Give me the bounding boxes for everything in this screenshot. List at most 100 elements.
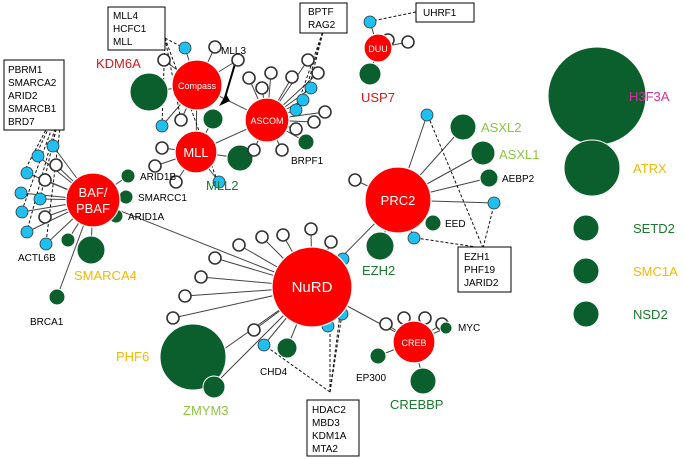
label-myc: MYC xyxy=(458,323,480,334)
node-baf-associated xyxy=(39,237,53,251)
node-smarcc1 xyxy=(118,189,134,205)
hub-prc2-label: PRC2 xyxy=(381,193,416,208)
node-nurd-member xyxy=(208,251,222,265)
node-ascom-associated xyxy=(289,103,303,117)
legend-h3f3a-label: H3F3A xyxy=(629,89,670,104)
node-eed xyxy=(424,214,442,232)
node-ascom-member xyxy=(311,66,325,80)
node-mll-member xyxy=(169,175,183,189)
node-mll-member xyxy=(148,159,162,173)
node-baf-member xyxy=(38,210,52,224)
label-ep300: EP300 xyxy=(356,373,386,384)
label-brca1: BRCA1 xyxy=(30,317,64,328)
node-smarca4 xyxy=(76,235,106,265)
label-asxl1: ASXL1 xyxy=(499,147,539,162)
node-nurd-member xyxy=(324,235,338,249)
label-asxl2: ASXL2 xyxy=(481,120,521,135)
label-chd4: CHD4 xyxy=(260,367,288,378)
node-ascom-associated xyxy=(304,81,318,95)
node-chd4 xyxy=(276,337,298,359)
node-nurd-member xyxy=(166,311,180,325)
node-compass-member xyxy=(157,53,171,67)
node-ascom-member xyxy=(264,66,278,80)
label-mll3: MLL3 xyxy=(221,46,246,57)
hub-duu xyxy=(363,33,393,63)
node-baf-associated xyxy=(46,139,60,153)
hub-ascom-label: ASCOM xyxy=(250,116,283,126)
node-nurd-member xyxy=(178,289,192,303)
node-baf-associated xyxy=(20,166,34,180)
hub-ascom xyxy=(244,97,290,143)
node-mll3 xyxy=(202,108,224,130)
legend: H3F3A ATRX SETD2 SMC1A NSD2 xyxy=(547,46,678,328)
label-aebp2: AEBP2 xyxy=(502,174,535,185)
hub-nurd xyxy=(271,246,353,328)
hub-prc2 xyxy=(364,166,432,234)
node-creb-member xyxy=(379,317,393,331)
hub-duu-label: DUU xyxy=(368,44,388,54)
node-mll-member xyxy=(155,141,169,155)
node-nurd-member xyxy=(194,270,208,284)
box-nurd-line: HDAC2 xyxy=(312,405,346,416)
node-ascom-member xyxy=(255,81,269,95)
node-ezh2 xyxy=(365,231,395,261)
node-compass-member xyxy=(208,40,222,54)
legend-smc1a-label: SMC1A xyxy=(633,264,678,279)
node-baf-member xyxy=(49,158,63,172)
legend-smc1a-circle xyxy=(572,257,600,285)
node-prc2-associated xyxy=(407,231,421,245)
node-compass-member xyxy=(174,113,188,127)
box-nurd: HDAC2 MBD3 KDM1A MTA2 xyxy=(306,399,360,457)
box-mll-line: MLL xyxy=(113,37,133,48)
hubs: BAF/ PBAF Compass MLL ASCOM DUU PRC2 NuR… xyxy=(65,33,436,364)
node-baf-associated xyxy=(33,192,47,206)
hub-creb-label: CREB xyxy=(401,338,426,348)
label-actl6b: ACTL6B xyxy=(18,253,56,264)
label-usp7: USP7 xyxy=(361,90,395,105)
node-compass-member xyxy=(231,53,245,67)
node-ascom-member xyxy=(242,71,256,85)
node-ascom-member xyxy=(275,143,289,157)
node-nurd-associated xyxy=(257,338,271,352)
node-baf-member xyxy=(38,173,52,187)
box-mll-line: MLL4 xyxy=(113,11,138,22)
nodes xyxy=(14,15,501,399)
box-baf-line: PBRM1 xyxy=(8,65,43,76)
box-ascom: BPTF RAG2 xyxy=(299,2,348,34)
box-duu-line: UHRF1 xyxy=(423,8,457,19)
box-baf: PBRM1 SMARCA2 ARID2 SMARCB1 BRD7 xyxy=(3,59,65,131)
node-kdm6a xyxy=(129,72,169,112)
legend-setd2-label: SETD2 xyxy=(633,221,675,236)
node-usp7 xyxy=(358,62,382,86)
box-baf-line: ARID2 xyxy=(8,91,38,102)
node-ascom-member xyxy=(247,143,261,157)
node-myc xyxy=(439,321,453,335)
legend-nsd2-label: NSD2 xyxy=(633,307,668,322)
gene-labels: KDM6A MLL3 USP7 MLL2 BRPF1 ARID1B SMARCC… xyxy=(18,46,539,418)
hub-mll xyxy=(174,130,218,174)
node-aebp2 xyxy=(479,168,499,188)
label-smarcc1: SMARCC1 xyxy=(138,193,187,204)
hub-creb xyxy=(392,320,436,364)
node-nurd-member xyxy=(255,230,269,244)
hub-baf-label-line1: BAF/ xyxy=(79,185,108,200)
node-mll2 xyxy=(226,144,254,172)
node-uhrf1 xyxy=(363,15,377,29)
label-crebbp: CREBBP xyxy=(390,397,443,412)
hub-compass xyxy=(171,59,223,111)
node-prc2-associated xyxy=(420,108,434,122)
hub-baf-pbaf xyxy=(65,172,121,228)
node-baf-associated xyxy=(31,149,45,163)
node-ascom-member xyxy=(285,70,299,84)
legend-atrx-circle xyxy=(563,139,621,197)
hub-baf-label-line2: PBAF xyxy=(76,201,110,216)
box-nurd-line: MTA2 xyxy=(312,444,338,455)
node-asxl2 xyxy=(449,113,477,141)
legend-nsd2-circle xyxy=(572,300,600,328)
box-duu: UHRF1 xyxy=(415,2,475,23)
node-actl6b xyxy=(60,232,76,248)
label-mll2: MLL2 xyxy=(206,178,239,193)
box-prc2-line: EZH1 xyxy=(464,252,490,263)
box-nurd-line: KDM1A xyxy=(312,431,347,442)
